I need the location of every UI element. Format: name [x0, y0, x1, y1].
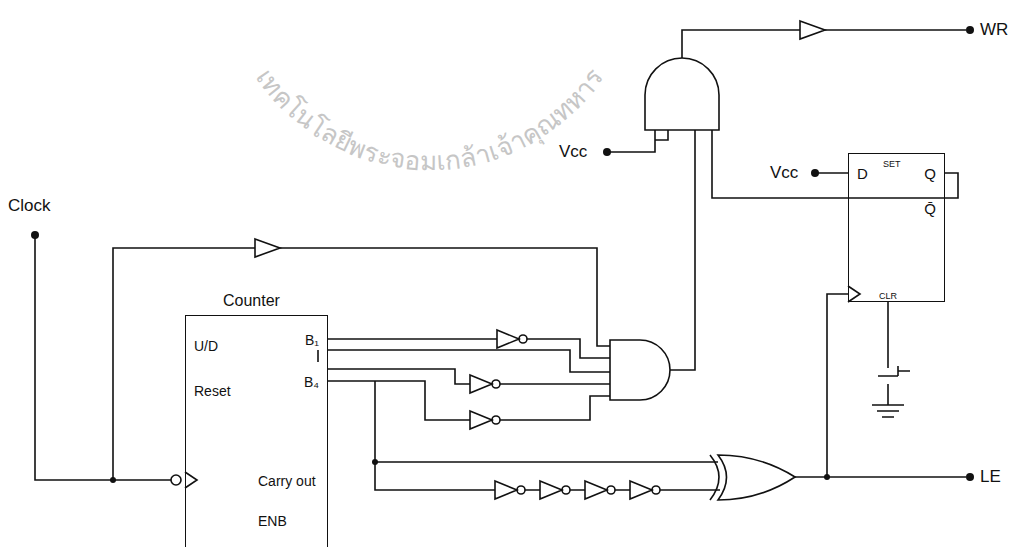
pin-name: CLR [879, 287, 897, 305]
signal-name: WR [980, 20, 1008, 40]
inverter-symbol [585, 481, 607, 499]
inverter-bubble [652, 486, 660, 494]
pin-name: B₁ [305, 331, 319, 349]
inverter-bubble [562, 486, 570, 494]
block-title: Counter [223, 292, 280, 310]
inverter-bubble [517, 486, 525, 494]
inverter-bubble [607, 486, 615, 494]
inverter-symbol [470, 375, 492, 393]
watermark: เทคโนโลยีพระจอมเกล้าเจ้าคุณทหาร [250, 63, 609, 176]
pin-name: B₄ [304, 373, 319, 391]
supply-label: Vcc [559, 142, 587, 162]
d-flip-flop: D Q SET CLR Q̄ [848, 153, 945, 302]
buffer-symbol [255, 239, 280, 257]
wires [35, 30, 966, 500]
pin-name: Reset [194, 382, 231, 400]
inverter-bubble [492, 416, 500, 424]
inverter-symbol [540, 481, 562, 499]
counter-block: CounterU/DResetB₁B₄Carry outENB [185, 315, 328, 547]
inverter-symbol [497, 330, 519, 348]
pin-name: Q [924, 165, 936, 183]
junction-dots [31, 26, 974, 483]
inverter-bubble [519, 335, 527, 343]
inverter-symbol [630, 481, 652, 499]
signal-name: Clock [8, 196, 51, 216]
supply-label: Vcc [770, 163, 798, 183]
inverter-symbol [495, 481, 517, 499]
gate-symbols [255, 21, 825, 499]
inverter-bubble [492, 380, 500, 388]
pin-name: SET [883, 155, 901, 173]
pin-name: Carry out [258, 472, 316, 490]
inverter-symbol [470, 411, 492, 429]
pin-name: ENB [258, 512, 287, 530]
pin-name: U/D [194, 337, 218, 355]
buffer-symbol [800, 21, 825, 39]
pin-name: Q̄ [924, 200, 936, 218]
signal-name: LE [980, 467, 1001, 487]
pin-name: D [857, 165, 868, 183]
